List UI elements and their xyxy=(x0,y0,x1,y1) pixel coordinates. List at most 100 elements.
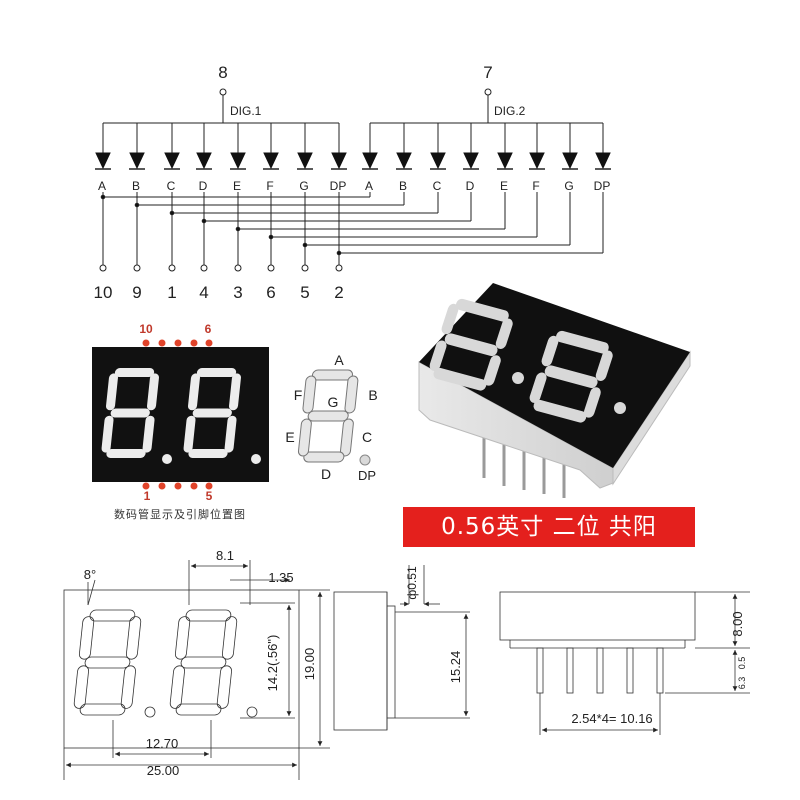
seg-label-d: D xyxy=(321,466,331,482)
junction-dot xyxy=(336,250,342,256)
pin-dot xyxy=(142,482,150,490)
outline-side xyxy=(333,591,388,731)
pin-terminal xyxy=(200,264,208,272)
segment-label: G xyxy=(564,179,573,193)
segment xyxy=(196,368,237,377)
segment-label: D xyxy=(199,179,208,193)
led-diode-icon xyxy=(230,152,246,170)
segment xyxy=(147,373,159,411)
common-pin-8: 8 xyxy=(218,63,227,82)
segment xyxy=(216,665,232,709)
segment-label: B xyxy=(399,179,407,193)
segment xyxy=(429,340,447,371)
pin-dot xyxy=(174,482,182,490)
segment xyxy=(84,656,131,669)
pin-dot xyxy=(158,339,166,347)
pin-label-1: 1 xyxy=(144,489,151,503)
led-diode-icon xyxy=(529,152,545,170)
pin-dot xyxy=(158,482,166,490)
led-diode-icon xyxy=(263,152,279,170)
led-diode-icon xyxy=(595,152,611,170)
segment xyxy=(483,355,501,386)
pin-number: 2 xyxy=(334,283,343,302)
pin-terminal xyxy=(267,264,275,272)
led-diode-icon xyxy=(129,152,145,170)
dim-height: 19.00 xyxy=(302,648,317,681)
pin-dot xyxy=(142,339,150,347)
segment-label: B xyxy=(132,179,140,193)
led-diode-icon xyxy=(430,152,446,170)
segment xyxy=(192,408,232,418)
segment-label: C xyxy=(433,179,442,193)
pin-dot xyxy=(174,339,182,347)
common-pin-7: 7 xyxy=(483,63,492,82)
led-diode-icon xyxy=(362,152,378,170)
pin-number: 5 xyxy=(300,283,309,302)
ext xyxy=(87,579,96,606)
segment xyxy=(175,703,222,716)
segment-label: DP xyxy=(594,179,611,193)
segment xyxy=(544,365,598,389)
junction-dot xyxy=(268,234,274,240)
digit-2 xyxy=(183,368,241,458)
led-diode-icon xyxy=(196,152,212,170)
junction-dot xyxy=(235,226,241,232)
segment-label: A xyxy=(98,179,106,193)
junction-dot xyxy=(169,210,175,216)
pin-number: 10 xyxy=(94,283,113,302)
seg-label-a: A xyxy=(334,352,344,368)
dim-segment-width: 1.35 xyxy=(268,570,293,585)
segment xyxy=(433,367,487,391)
segment xyxy=(344,375,359,414)
segment xyxy=(174,616,191,660)
pin-number: 6 xyxy=(266,283,275,302)
outline-front xyxy=(63,589,300,749)
segment xyxy=(455,298,509,322)
end-pin xyxy=(596,647,604,694)
segment xyxy=(229,373,241,411)
end-pin xyxy=(536,647,544,694)
seg-label-e: E xyxy=(285,429,294,445)
photo-decimal-point xyxy=(614,402,626,414)
seg-label-b: B xyxy=(368,387,377,403)
dim-digit-height: 14.2(.56") xyxy=(265,635,280,692)
end-pin xyxy=(656,647,664,694)
display-digits xyxy=(101,368,261,464)
pin-number: 1 xyxy=(167,283,176,302)
segment xyxy=(583,387,601,418)
segment xyxy=(183,415,196,453)
outline-digit xyxy=(73,609,142,716)
segment xyxy=(495,318,513,349)
segment xyxy=(106,373,118,411)
junction-dot xyxy=(302,242,308,248)
pin-terminal xyxy=(234,264,242,272)
seg-label-c: C xyxy=(362,429,372,445)
pin-terminal xyxy=(99,264,107,272)
segment xyxy=(79,703,126,716)
led-diode-icon xyxy=(95,152,111,170)
dim-row-spacing: 15.24 xyxy=(448,651,463,684)
end-pin xyxy=(566,647,574,694)
led-diode-icon xyxy=(297,152,313,170)
segment xyxy=(110,408,150,418)
segment xyxy=(114,368,155,377)
led-diode-icon xyxy=(331,152,347,170)
junction-dot xyxy=(201,218,207,224)
photo-digits xyxy=(429,298,626,423)
common-pin-terminal xyxy=(219,88,227,96)
pin-number: 9 xyxy=(132,283,141,302)
dim-angle: 8° xyxy=(84,567,96,582)
segment xyxy=(444,333,498,357)
segment xyxy=(185,609,232,622)
segment-label: E xyxy=(233,179,241,193)
segment-key-digit xyxy=(297,369,359,463)
led-diode-icon xyxy=(497,152,513,170)
pin-terminal xyxy=(133,264,141,272)
display-front-view: 10 6 1 5 xyxy=(92,322,269,503)
photo-decimal-point xyxy=(512,372,524,384)
segment-label: F xyxy=(266,179,273,193)
dp-segment xyxy=(359,454,371,466)
display-caption: 数码管显示及引脚位置图 xyxy=(114,508,246,521)
outline-digit xyxy=(169,609,238,716)
